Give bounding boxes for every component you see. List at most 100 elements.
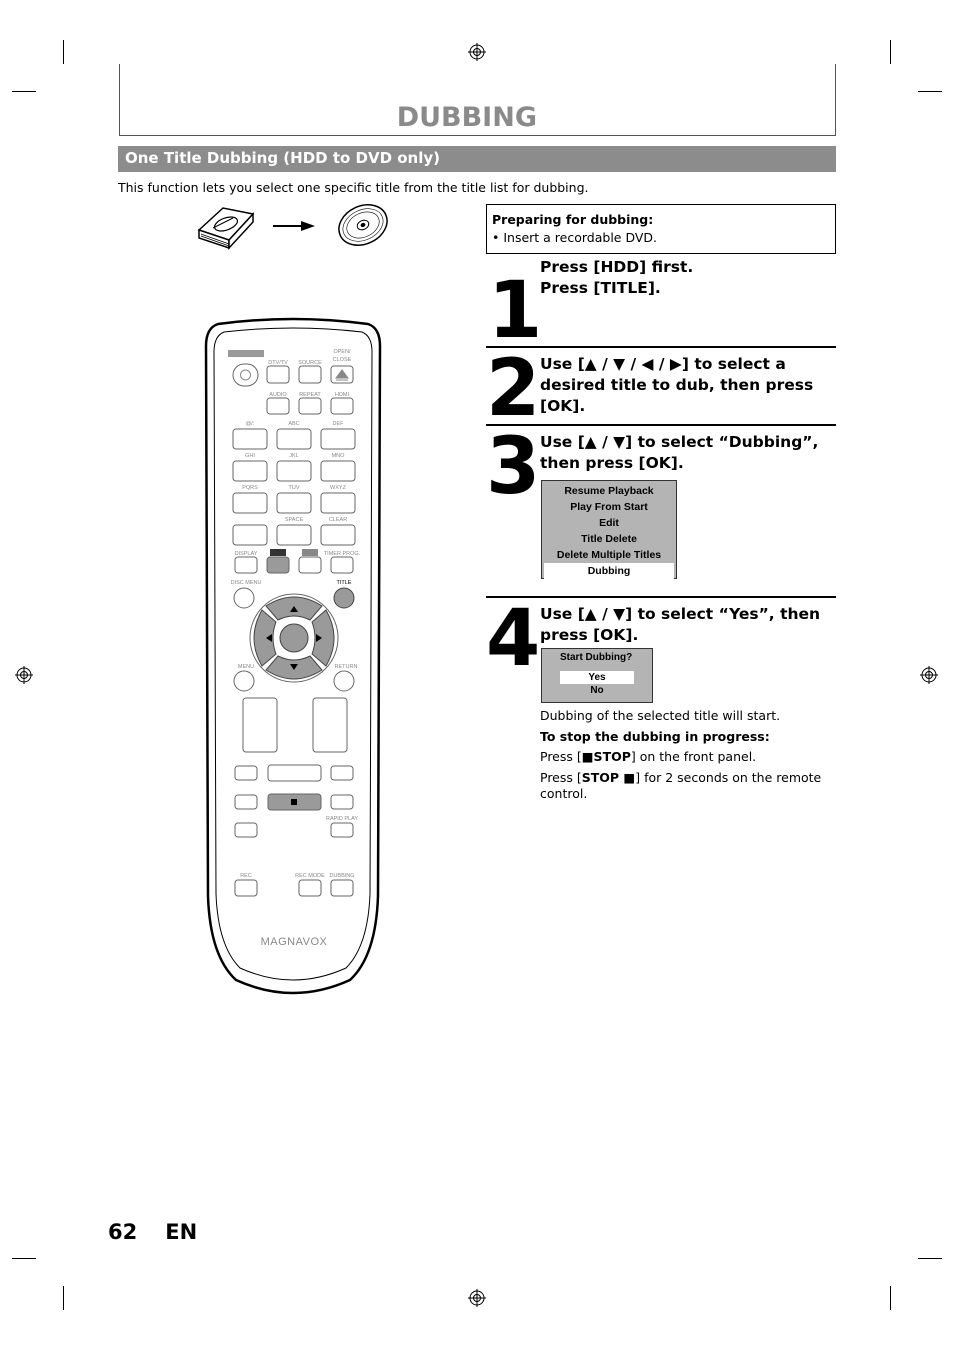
rec-label: REC bbox=[240, 873, 252, 879]
digit-key-1 bbox=[232, 428, 268, 450]
repeat-label: REPEAT bbox=[299, 392, 321, 398]
repeat-key bbox=[298, 397, 322, 415]
step-number-4: 4 bbox=[486, 594, 540, 684]
hdmi-label: HDMI bbox=[335, 392, 350, 398]
left-arrow-icon bbox=[266, 634, 272, 642]
left-key bbox=[253, 609, 277, 667]
display-key bbox=[234, 556, 258, 574]
dubbing-label: DUBBING bbox=[329, 873, 354, 879]
rapid-play-label: RAPID PLAY bbox=[326, 816, 358, 822]
rec-key bbox=[234, 879, 258, 897]
right-arrow-icon bbox=[316, 634, 322, 642]
menu-item-selected: Dubbing bbox=[544, 563, 674, 579]
step-4-text: Use [▲ / ▼] to select “Yes”, then press … bbox=[540, 605, 821, 644]
title-menu-screen: Resume Playback Play From Start Edit Tit… bbox=[541, 480, 677, 579]
prev-key bbox=[234, 794, 258, 810]
digit-key-5 bbox=[276, 460, 312, 482]
hdd-icon bbox=[197, 207, 255, 250]
digit-letters-label: PQRS bbox=[242, 485, 258, 491]
digit-letters-label: JKL bbox=[289, 453, 298, 459]
section-title: One Title Dubbing (HDD to DVD only) bbox=[125, 149, 441, 167]
section-header: One Title Dubbing (HDD to DVD only) bbox=[118, 146, 836, 172]
menu-item: Play From Start bbox=[570, 501, 648, 513]
step-number-2: 2 bbox=[486, 344, 540, 434]
pause-key bbox=[234, 822, 258, 838]
crop-mark bbox=[890, 1286, 891, 1310]
start-dubbing-dialog: Start Dubbing? Yes No bbox=[541, 648, 653, 703]
registration-mark-icon bbox=[15, 666, 33, 684]
preparing-box: Preparing for dubbing: • Insert a record… bbox=[486, 204, 836, 254]
step-1-text: Press [HDD] first. Press [TITLE]. bbox=[540, 257, 834, 299]
hdd-label-bg bbox=[270, 549, 286, 556]
registration-mark-icon bbox=[920, 666, 938, 684]
page-title: DUBBING bbox=[396, 102, 537, 133]
result-note: Dubbing of the selected title will start… bbox=[540, 708, 781, 723]
right-key bbox=[311, 609, 335, 667]
note-text: Press [ bbox=[540, 770, 582, 785]
timer-prog-key bbox=[330, 556, 354, 574]
ok-key bbox=[279, 623, 309, 653]
digit-key-9 bbox=[320, 492, 356, 514]
digit-letters-label: WXYZ bbox=[330, 485, 347, 491]
stop-key-label: STOP ■ bbox=[581, 770, 636, 785]
standby-label-bg bbox=[228, 350, 264, 357]
dtv-label: DTV/TV bbox=[268, 360, 288, 366]
hdmi-key bbox=[330, 397, 354, 415]
space-label: SPACE bbox=[285, 517, 304, 523]
audio-key bbox=[266, 397, 290, 415]
next-key bbox=[330, 794, 354, 810]
eject-icon bbox=[335, 369, 349, 381]
power-icon bbox=[240, 369, 251, 381]
hdd-to-dvd-illustration bbox=[197, 204, 388, 250]
dvd-key bbox=[298, 556, 322, 574]
dvd-disc-icon bbox=[338, 204, 388, 246]
audio-label: AUDIO bbox=[269, 392, 287, 398]
play-key bbox=[267, 764, 322, 782]
step-divider bbox=[486, 346, 836, 348]
preparing-heading: Preparing for dubbing: bbox=[492, 212, 654, 227]
step-1-line-2: Press [TITLE]. bbox=[540, 279, 661, 297]
crop-mark bbox=[12, 91, 36, 92]
preparing-item: • Insert a recordable DVD. bbox=[492, 230, 658, 245]
step-3-text: Use [▲ / ▼] to select “Dubbing”, then pr… bbox=[540, 433, 819, 472]
open-label: OPEN/ bbox=[333, 349, 351, 355]
arrow-right-icon bbox=[273, 221, 315, 231]
skip-replay-rocker bbox=[312, 697, 348, 753]
disc-menu-label: DISC MENU bbox=[231, 580, 262, 586]
source-key bbox=[298, 365, 322, 384]
menu-item: Delete Multiple Titles bbox=[556, 549, 662, 561]
channel-rocker bbox=[242, 697, 278, 753]
stop-key-label: ■STOP bbox=[581, 749, 631, 764]
menu-item: Resume Playback bbox=[564, 485, 654, 497]
step-number-3: 3 bbox=[486, 422, 540, 512]
step-1-line-1: Press [HDD] first. bbox=[540, 258, 694, 276]
language-label: EN bbox=[165, 1220, 198, 1244]
digit-key-4 bbox=[232, 460, 268, 482]
down-arrow-icon bbox=[290, 664, 298, 670]
dialog-option-selected: Yes bbox=[560, 671, 634, 684]
ffwd-key bbox=[330, 765, 354, 781]
remote-control-illustration: STANDBY-ONDTV/TVSOURCEOPEN/CLOSEAUDIOREP… bbox=[204, 317, 382, 995]
menu-item: Title Delete bbox=[581, 533, 637, 545]
digit-letters-label: ABC bbox=[288, 421, 299, 427]
dialog-option: No bbox=[590, 685, 604, 696]
digit-letters-label: MNO bbox=[332, 453, 346, 459]
note-text: ] for 2 seconds on the remote control. bbox=[540, 770, 822, 801]
source-label: SOURCE bbox=[298, 360, 322, 366]
crop-mark bbox=[918, 91, 942, 92]
rec-mode-key bbox=[298, 879, 322, 897]
return-label: RETURN bbox=[335, 664, 358, 670]
dtv-key bbox=[266, 365, 290, 384]
return-key bbox=[333, 670, 355, 692]
up-arrow-icon bbox=[290, 606, 298, 612]
disc-menu-key bbox=[233, 587, 255, 609]
title-label: TITLE bbox=[337, 580, 352, 586]
registration-mark-icon bbox=[468, 43, 486, 61]
digit-key-6 bbox=[320, 460, 356, 482]
step-2-text: Use [▲ / ▼ / ◀ / ▶] to select a desired … bbox=[540, 355, 814, 415]
stop-heading: To stop the dubbing in progress: bbox=[540, 729, 770, 744]
display-label: DISPLAY bbox=[235, 551, 258, 557]
stop-front-note: Press [■STOP] on the front panel. bbox=[540, 749, 830, 765]
digit-key-8 bbox=[276, 492, 312, 514]
brand-logo: MAGNAVOX bbox=[261, 936, 328, 948]
